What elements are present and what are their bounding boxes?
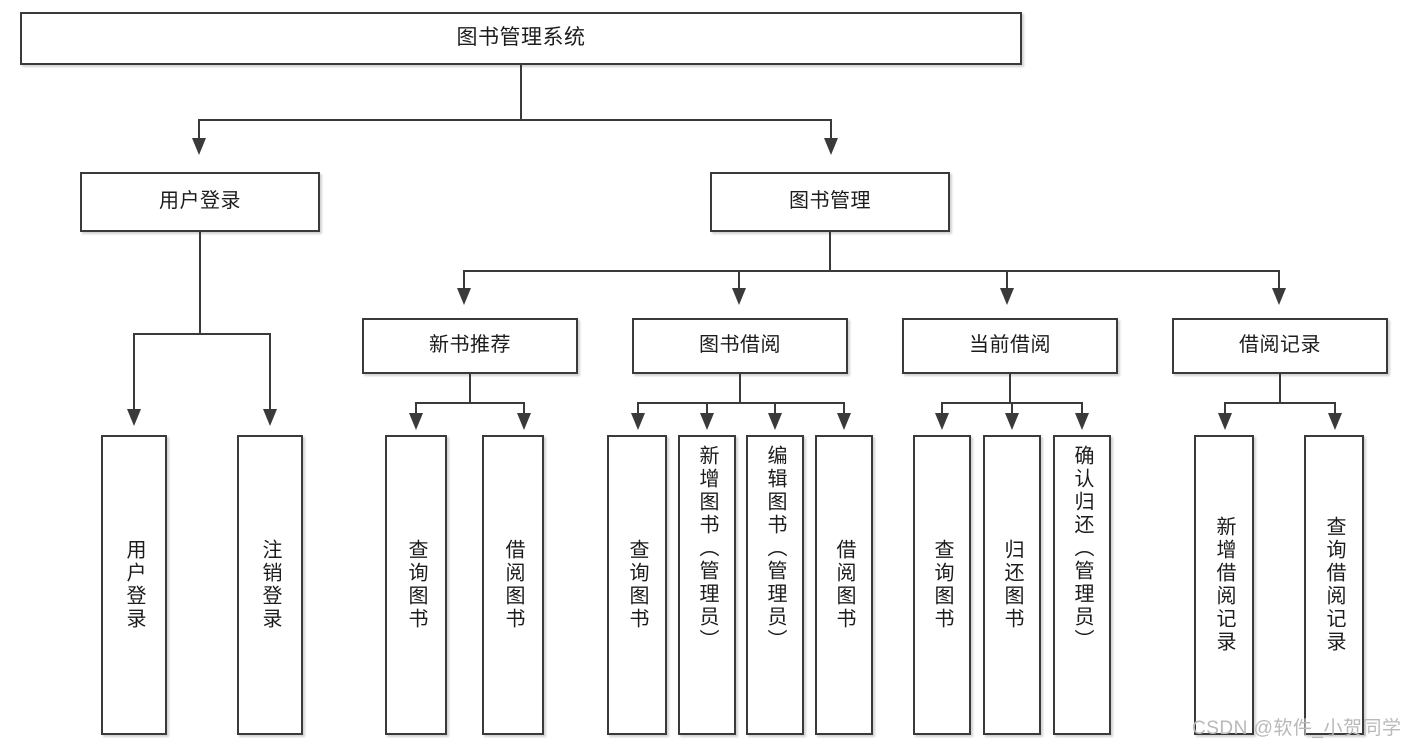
connector-bm-to-borrow — [738, 270, 740, 292]
connector-cb-to-leaf-3 — [1081, 402, 1083, 416]
leaf-label: 编辑图书（管理员） — [764, 445, 786, 652]
connector-cb-to-leaf-2 — [1011, 402, 1013, 416]
leaf-user-login-signin[interactable]: 用户登录 — [101, 435, 167, 735]
leaf-label: 用户登录 — [123, 539, 145, 631]
arrow-user-login-to-leaf-1 — [127, 409, 141, 426]
node-label: 图书借阅 — [699, 334, 781, 357]
connector-user-login-bus — [133, 333, 269, 335]
leaf-user-login-signout[interactable]: 注销登录 — [237, 435, 303, 735]
arrow-bm-to-new-book — [457, 288, 471, 305]
connector-bb-to-leaf-3 — [774, 402, 776, 416]
arrow-bm-to-record — [1272, 288, 1286, 305]
connector-book-management-stem — [829, 232, 831, 270]
connector-cb-to-leaf-1 — [941, 402, 943, 416]
arrow-root-to-user-login — [192, 138, 206, 155]
node-book-borrow[interactable]: 图书借阅 — [632, 318, 848, 374]
connector-new-book-stem — [469, 374, 471, 402]
connector-root-stem — [520, 65, 522, 119]
node-user-login[interactable]: 用户登录 — [80, 172, 320, 232]
node-label: 图书管理系统 — [456, 26, 586, 50]
connector-new-book-to-leaf-1 — [415, 402, 417, 416]
connector-new-book-to-leaf-2 — [523, 402, 525, 416]
leaf-current-borrow-confirm-return[interactable]: 确认归还（管理员） — [1053, 435, 1111, 735]
leaf-new-book-query[interactable]: 查询图书 — [385, 435, 447, 735]
connector-bm-to-new-book — [463, 270, 465, 292]
leaf-current-borrow-return[interactable]: 归还图书 — [983, 435, 1041, 735]
connector-bb-to-leaf-4 — [843, 402, 845, 416]
arrow-cb-to-leaf-2 — [1005, 413, 1019, 430]
leaf-current-borrow-query[interactable]: 查询图书 — [913, 435, 971, 735]
leaf-label: 新增借阅记录 — [1213, 516, 1235, 654]
arrow-br-to-leaf-1 — [1218, 413, 1232, 430]
node-root-library-system[interactable]: 图书管理系统 — [20, 12, 1022, 65]
leaf-label: 查询图书 — [626, 539, 648, 631]
arrow-new-book-to-leaf-2 — [517, 413, 531, 430]
connector-user-login-to-leaf-1 — [133, 333, 135, 413]
leaf-label: 借阅图书 — [502, 539, 524, 631]
leaf-new-book-borrow[interactable]: 借阅图书 — [482, 435, 544, 735]
leaf-label: 查询图书 — [405, 539, 427, 631]
node-current-borrow[interactable]: 当前借阅 — [902, 318, 1118, 374]
arrow-new-book-to-leaf-1 — [409, 413, 423, 430]
arrow-cb-to-leaf-3 — [1075, 413, 1089, 430]
arrow-bb-to-leaf-1 — [631, 413, 645, 430]
arrow-bb-to-leaf-3 — [768, 413, 782, 430]
leaf-borrow-record-add[interactable]: 新增借阅记录 — [1194, 435, 1254, 735]
connector-book-management-bus — [463, 270, 1280, 272]
connector-bm-to-current — [1006, 270, 1008, 292]
arrow-br-to-leaf-2 — [1328, 413, 1342, 430]
connector-root-to-book-manage — [830, 119, 832, 142]
leaf-label: 新增图书（管理员） — [696, 445, 718, 652]
connector-bb-to-leaf-1 — [637, 402, 639, 416]
connector-bb-to-leaf-2 — [706, 402, 708, 416]
arrow-bb-to-leaf-4 — [837, 413, 851, 430]
leaf-label: 归还图书 — [1001, 539, 1023, 631]
leaf-book-borrow-edit[interactable]: 编辑图书（管理员） — [746, 435, 804, 735]
connector-book-borrow-stem — [739, 374, 741, 402]
connector-borrow-record-bus — [1224, 402, 1336, 404]
connector-current-borrow-stem — [1009, 374, 1011, 402]
arrow-bb-to-leaf-2 — [700, 413, 714, 430]
leaf-book-borrow-query[interactable]: 查询图书 — [607, 435, 667, 735]
leaf-book-borrow-borrow[interactable]: 借阅图书 — [815, 435, 873, 735]
leaf-book-borrow-add[interactable]: 新增图书（管理员） — [678, 435, 736, 735]
node-label: 当前借阅 — [969, 334, 1051, 357]
connector-user-login-to-leaf-2 — [269, 333, 271, 413]
leaf-label: 注销登录 — [259, 539, 281, 631]
arrow-bm-to-borrow — [732, 288, 746, 305]
node-borrow-record[interactable]: 借阅记录 — [1172, 318, 1388, 374]
connector-br-to-leaf-2 — [1334, 402, 1336, 416]
arrow-root-to-book-manage — [824, 138, 838, 155]
leaf-label: 确认归还（管理员） — [1071, 445, 1093, 652]
arrow-cb-to-leaf-1 — [935, 413, 949, 430]
connector-new-book-bus — [415, 402, 525, 404]
connector-borrow-record-stem — [1279, 374, 1281, 402]
node-label: 新书推荐 — [429, 334, 511, 357]
connector-root-bus — [198, 119, 832, 121]
leaf-label: 查询借阅记录 — [1323, 516, 1345, 654]
node-label: 借阅记录 — [1239, 334, 1321, 357]
connector-user-login-stem — [199, 232, 201, 333]
connector-root-to-user-login — [198, 119, 200, 142]
leaf-label: 查询图书 — [931, 539, 953, 631]
node-label: 用户登录 — [159, 190, 241, 213]
node-label: 图书管理 — [789, 190, 871, 213]
connector-bm-to-record — [1278, 270, 1280, 292]
node-new-book-recommend[interactable]: 新书推荐 — [362, 318, 578, 374]
leaf-label: 借阅图书 — [833, 539, 855, 631]
node-book-management[interactable]: 图书管理 — [710, 172, 950, 232]
connector-br-to-leaf-1 — [1224, 402, 1226, 416]
arrow-bm-to-current — [1000, 288, 1014, 305]
arrow-user-login-to-leaf-2 — [263, 409, 277, 426]
leaf-borrow-record-query[interactable]: 查询借阅记录 — [1304, 435, 1364, 735]
connector-book-borrow-bus — [637, 402, 845, 404]
